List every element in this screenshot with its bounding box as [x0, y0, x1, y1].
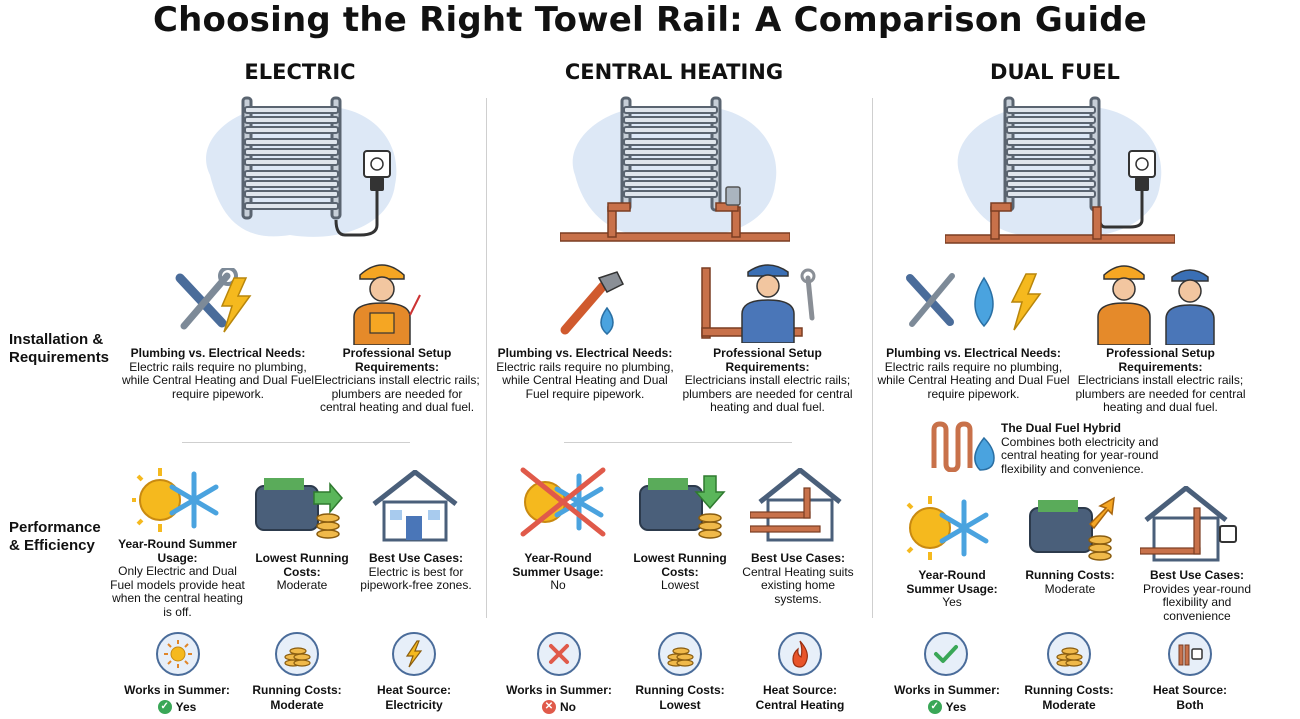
sun-snowflake-icon: [906, 496, 989, 560]
central-heating-towel-rail-illustration: [560, 96, 790, 242]
electric-use-caption: Best Use Cases:Electric is best for pipe…: [360, 551, 472, 592]
row-label-installation: Installation & Requirements: [9, 331, 110, 366]
page-title: Choosing the Right Towel Rail: A Compari…: [152, 0, 1148, 40]
central-costs-caption: Lowest Running Costs:Lowest: [633, 551, 727, 592]
cross-icon: [537, 632, 581, 676]
radiator-plug-icon: [1168, 632, 1212, 676]
sun-snowflake-icon: [132, 468, 219, 532]
electrician-icon: [353, 264, 421, 345]
dual-summer-caption: Year-Round Summer Usage:Yes: [906, 568, 998, 609]
central-works-in-summer: Works in Summer: ✕No: [506, 683, 612, 714]
hybrid-radiator-water-icon: [931, 421, 995, 472]
dual-running-costs: Running Costs:Moderate: [1024, 683, 1114, 712]
electric-summer-caption: Year-Round Summer Usage:Only Electric an…: [110, 537, 245, 619]
check-badge-icon: ✓: [157, 700, 172, 714]
column-divider: [486, 98, 487, 618]
heading-dual-fuel: DUAL FUEL: [990, 60, 1120, 84]
house-pipes-icon: [750, 468, 842, 542]
central-use-caption: Best Use Cases:Central Heating suits exi…: [742, 551, 854, 606]
dual-fuel-towel-rail-illustration: [945, 96, 1175, 244]
central-running-costs: Running Costs:Lowest: [635, 683, 725, 712]
dual-heat-source: Heat Source:Both: [1152, 683, 1228, 712]
cross-badge-icon: ✕: [542, 700, 556, 714]
electrician-and-plumber-icon: [1097, 265, 1215, 345]
house-pipes-plug-icon: [1140, 486, 1237, 562]
dual-works-in-summer: Works in Summer: ✓Yes: [894, 683, 1000, 714]
dual-costs-caption: Running Costs:Moderate: [1025, 568, 1115, 596]
check-icon: [924, 632, 968, 676]
electric-plumbing-caption: Plumbing vs. Electrical Needs:Electric r…: [121, 346, 315, 401]
dual-setup-caption: Professional Setup Requirements:Electric…: [1075, 346, 1246, 414]
flame-icon: [778, 632, 822, 676]
section-divider: [564, 442, 792, 443]
central-plumbing-caption: Plumbing vs. Electrical Needs:Electric r…: [496, 346, 674, 401]
coins-icon: [1047, 632, 1091, 676]
central-heat-source: Heat Source:Central Heating: [755, 683, 845, 712]
house-icon: [372, 470, 458, 542]
electric-heat-source: Heat Source:Electricity: [376, 683, 452, 712]
coins-icon: [658, 632, 702, 676]
check-badge-icon: ✓: [927, 700, 942, 714]
section-divider: [182, 442, 410, 443]
sun-icon: [156, 632, 200, 676]
wallet-coins-down-icon: [639, 475, 726, 539]
tools-water-lightning-icon: [906, 273, 1042, 331]
lightning-icon: [392, 632, 436, 676]
electric-running-costs: Running Costs:Moderate: [252, 683, 342, 712]
tools-icon: [175, 268, 252, 333]
electric-setup-caption: Professional Setup Requirements:Electric…: [314, 346, 480, 414]
wallet-coins-icon: [255, 478, 343, 539]
plumber-icon: [701, 264, 816, 343]
dual-use-caption: Best Use Cases:Provides year-round flexi…: [1142, 568, 1252, 623]
electric-costs-caption: Lowest Running Costs:Moderate: [255, 551, 349, 592]
heading-central-heating: CENTRAL HEATING: [564, 60, 784, 84]
coins-icon: [275, 632, 319, 676]
central-setup-caption: Professional Setup Requirements:Electric…: [682, 346, 853, 414]
column-divider: [872, 98, 873, 618]
electric-towel-rail-illustration: [206, 96, 397, 237]
row-label-performance: Performance & Efficiency: [9, 519, 101, 554]
electric-works-in-summer: Works in Summer: ✓Yes: [124, 683, 230, 714]
heading-electric: ELECTRIC: [244, 60, 356, 84]
pipe-wrench-icon: [560, 271, 625, 335]
dual-plumbing-caption: Plumbing vs. Electrical Needs:Electric r…: [877, 346, 1070, 401]
sun-snowflake-crossed-icon: [520, 467, 606, 537]
wallet-coins-up-icon: [1029, 496, 1115, 561]
central-summer-caption: Year-Round Summer Usage:No: [512, 551, 604, 592]
